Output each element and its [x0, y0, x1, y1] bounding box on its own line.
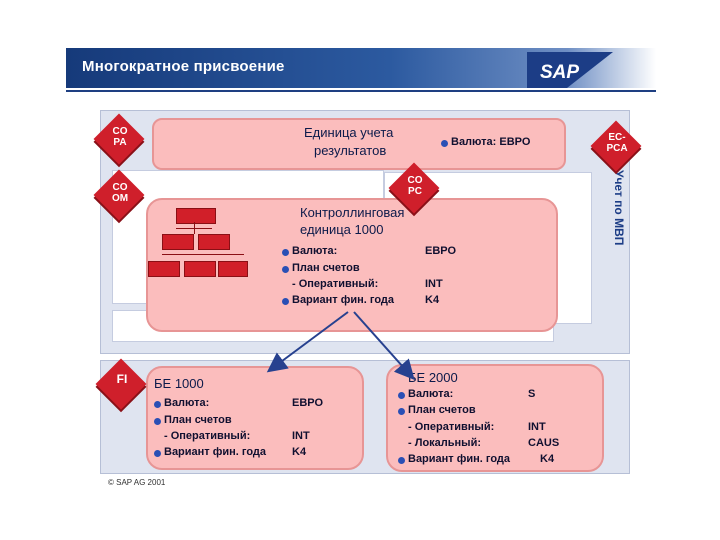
be2000-bullet [398, 457, 405, 464]
be2000-row-value: S [528, 388, 536, 400]
org-chart-top [176, 208, 216, 224]
controlling-bullet [282, 266, 289, 273]
sap-logo-text: SAP [540, 62, 580, 83]
sap-logo [527, 52, 613, 88]
be1000-row-label: Вариант фин. года [164, 446, 267, 458]
org-chart-mid-right [198, 234, 230, 250]
be2000-row-value: INT [528, 421, 546, 433]
co-pc-label: CO PC [407, 175, 423, 197]
org-chart-bottom-3 [218, 261, 248, 277]
be2000-row-label: План счетов [408, 404, 476, 416]
be2000-row-label: - Локальный: [408, 437, 481, 449]
result-unit-currency: Валюта: ЕВРО [451, 136, 531, 148]
controlling-row-label: - Оперативный: [292, 278, 379, 290]
org-chart-connector [176, 228, 212, 229]
be2000-row-label: - Оперативный: [408, 421, 495, 433]
be1000-title: БЕ 1000 [154, 376, 204, 391]
be2000-row-value: CAUS [528, 437, 560, 449]
result-unit-title: Единица учета [304, 125, 394, 140]
be1000-bullet [154, 401, 161, 408]
ec-pca-label: EC- PCA [606, 132, 628, 154]
be2000-title: БЕ 2000 [408, 370, 458, 385]
controlling-row-value: ЕВРО [425, 245, 457, 257]
title-divider [66, 90, 656, 92]
be1000-bullet [154, 418, 161, 425]
be1000-bullet [154, 450, 161, 457]
co-om-label: CO OM [111, 182, 129, 204]
result-unit-box [152, 118, 566, 170]
controlling-unit-title: Контроллинговая [300, 205, 405, 220]
org-chart-bottom-1 [148, 261, 180, 277]
fi-label: FI [116, 372, 128, 386]
controlling-unit-subtitle: единица 1000 [300, 222, 384, 237]
controlling-bullet [282, 249, 289, 256]
result-unit-bullet [441, 140, 448, 147]
controlling-row-value: INT [425, 278, 443, 290]
be1000-row-label: Валюта: [164, 397, 210, 409]
org-chart-bottom-2 [184, 261, 216, 277]
controlling-row-value: K4 [425, 294, 440, 306]
be1000-row-label: План счетов [164, 414, 232, 426]
be2000-bullet [398, 392, 405, 399]
be2000-row-label: Вариант фин. года [408, 453, 511, 465]
org-chart-connector [162, 254, 244, 255]
be1000-row-value: ЕВРО [292, 397, 324, 409]
org-chart-mid-left [162, 234, 194, 250]
controlling-bullet [282, 298, 289, 305]
arrow-to-be2000 [353, 311, 415, 380]
be1000-row-value: INT [292, 430, 310, 442]
be1000-box [146, 366, 364, 470]
be2000-row-value: K4 [540, 453, 555, 465]
result-unit-subtitle: результатов [314, 143, 387, 158]
be1000-row-value: K4 [292, 446, 307, 458]
controlling-row-label: Валюта: [292, 245, 338, 257]
copyright: © SAP AG 2001 [108, 478, 166, 487]
be2000-box [386, 364, 604, 472]
controlling-row-label: План счетов [292, 262, 360, 274]
be2000-row-label: Валюта: [408, 388, 454, 400]
arrow-to-be1000 [266, 311, 349, 373]
controlling-row-label: Вариант фин. года [292, 294, 395, 306]
slide-title: Многократное присвоение [82, 58, 285, 75]
be2000-bullet [398, 408, 405, 415]
be1000-row-label: - Оперативный: [164, 430, 251, 442]
co-pa-label: CO PA [112, 126, 128, 148]
